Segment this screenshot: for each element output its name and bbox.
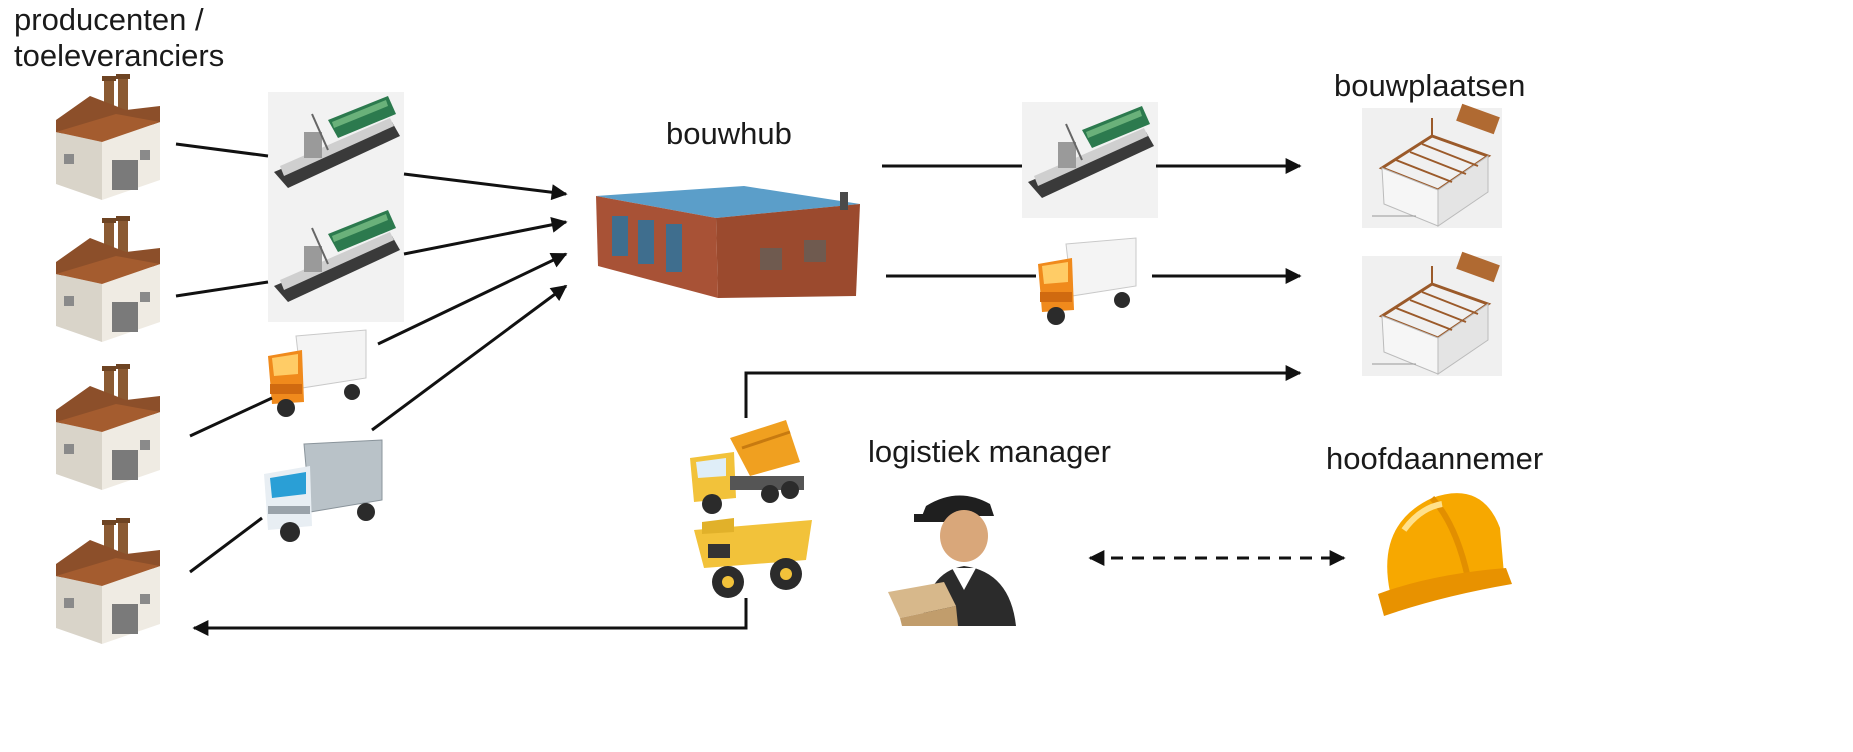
factory-icon — [56, 74, 160, 200]
connector-lines — [175, 142, 1346, 636]
connector-line — [189, 516, 263, 574]
producers-label: producenten / toeleveranciers — [14, 2, 224, 74]
hard-hat-icon — [1378, 493, 1512, 616]
return-flow-arrow — [192, 598, 748, 636]
producers-label-line1: producenten / — [14, 2, 204, 37]
box-truck-icon — [263, 439, 383, 543]
hub-label: bouwhub — [666, 116, 792, 151]
factory-icon — [56, 216, 160, 342]
logistics-manager-icon — [888, 495, 1016, 626]
delivery-truck-icon — [267, 329, 367, 418]
house-construction-icon — [1360, 250, 1504, 378]
flow-arrow — [403, 216, 568, 256]
cargo-barge-icon — [267, 91, 405, 209]
contractor-label: hoofdaannemer — [1326, 441, 1544, 476]
cement-mixer-truck-icon — [690, 420, 804, 514]
delivery-truck-icon — [1037, 237, 1137, 326]
flow-arrow — [371, 284, 568, 432]
connector-line — [189, 396, 273, 438]
warehouse-icon — [596, 186, 860, 298]
dump-truck-icon — [694, 518, 812, 598]
connector-line — [175, 280, 269, 298]
manager-label: logistiek manager — [868, 434, 1111, 469]
direct-delivery-arrow — [744, 365, 1302, 418]
sites-label: bouwplaatsen — [1334, 68, 1526, 103]
cargo-barge-icon — [267, 205, 405, 323]
factory-icon — [56, 518, 160, 644]
flow-arrow — [377, 252, 568, 346]
factory-icon — [56, 364, 160, 490]
cargo-barge-icon — [1021, 101, 1159, 219]
flow-arrow — [403, 172, 568, 201]
house-construction-icon — [1360, 102, 1504, 230]
connector-line — [175, 142, 269, 158]
producers-label-line2: toeleveranciers — [14, 38, 225, 73]
